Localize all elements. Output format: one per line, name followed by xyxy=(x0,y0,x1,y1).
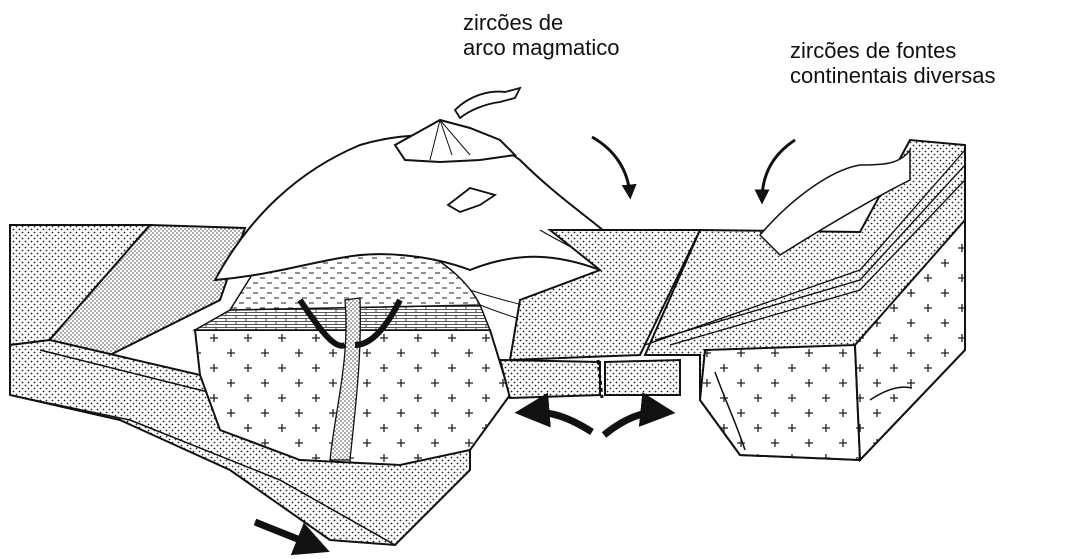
curved-arrow-down-icon xyxy=(762,140,795,200)
arc-label-line1: zircões de xyxy=(463,10,620,35)
continental-block xyxy=(645,140,965,460)
curved-arrow-down-icon xyxy=(592,137,630,195)
volcanic-plume xyxy=(455,88,520,118)
curved-arrow-left-icon xyxy=(525,412,592,432)
continental-zircon-label: zircões de fontes continentais diversas xyxy=(790,38,995,88)
continental-label-line1: zircões de fontes xyxy=(790,38,995,63)
continental-label-line2: continentais diversas xyxy=(790,63,995,88)
curved-arrow-right-icon xyxy=(604,412,665,435)
arc-label-line2: arco magmatico xyxy=(463,35,620,60)
arc-zircon-label: zircões de arco magmatico xyxy=(463,10,620,60)
